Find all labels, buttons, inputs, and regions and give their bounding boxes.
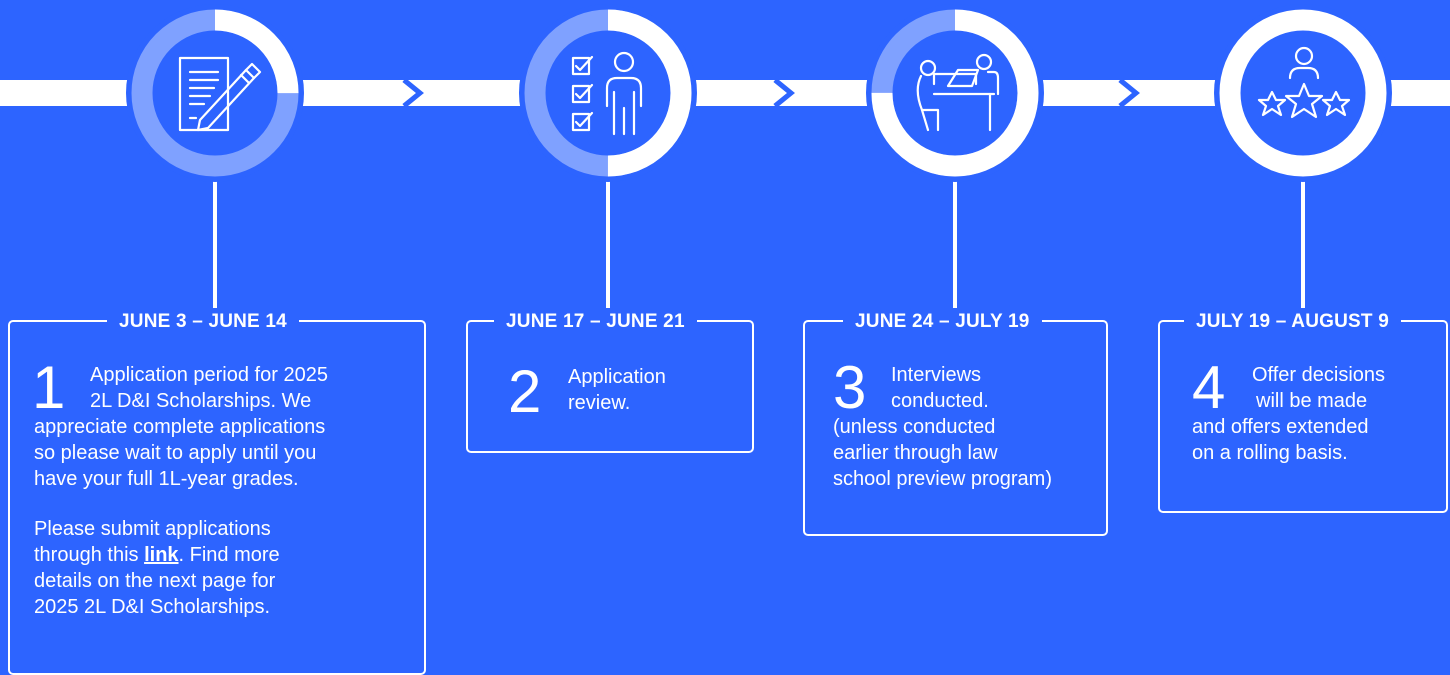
progress-ring — [1214, 4, 1392, 182]
step-body-line: earlier through law — [833, 442, 998, 464]
step-lead-line: conducted. — [891, 390, 989, 412]
step-body-line: school preview program) — [833, 468, 1052, 490]
chevron-right-icon — [402, 78, 424, 108]
step-card: JUNE 3 – JUNE 14 1 Application period fo… — [8, 309, 426, 675]
step-lead-line: Application period for 2025 — [90, 364, 328, 386]
step-number: 2 — [508, 358, 542, 425]
step-number: 4 — [1192, 354, 1226, 421]
step-lead-line: 2L D&I Scholarships. We — [90, 390, 312, 412]
application-link[interactable]: link — [144, 544, 179, 566]
step-note-line: details on the next page for — [34, 570, 276, 592]
step-number: 1 — [32, 354, 66, 421]
step-body-line: and offers extended — [1192, 416, 1369, 438]
step-note-text: through this — [34, 544, 145, 566]
step-lead-line: will be made — [1256, 390, 1368, 412]
document-pen-icon — [178, 56, 262, 132]
step-body-line: on a rolling basis. — [1192, 442, 1348, 464]
step-body-line: so please wait to apply until you — [34, 442, 317, 464]
step-body-line: (unless conducted — [833, 416, 996, 438]
chevron-right-icon — [773, 78, 795, 108]
step-lead-line: Offer decisions — [1252, 364, 1386, 386]
checklist-person-icon — [571, 51, 643, 136]
interview-desk-icon — [916, 53, 1000, 132]
step-date: JUNE 17 – JUNE 21 — [494, 309, 697, 335]
step-date: JULY 19 – AUGUST 9 — [1184, 309, 1401, 335]
step-date: JUNE 24 – JULY 19 — [843, 309, 1042, 335]
step-note-line: 2025 2L D&I Scholarships. — [34, 596, 271, 618]
progress-ring — [126, 4, 304, 182]
person-stars-icon — [1257, 46, 1351, 119]
step-number: 3 — [833, 354, 867, 421]
step-lead-line: Interviews — [891, 364, 982, 386]
step-lead-line: review. — [568, 392, 631, 414]
step-note-line: Please submit applications — [34, 518, 271, 540]
step-card: JUNE 24 – JULY 19 3 Interviews conducted… — [803, 309, 1108, 536]
step-note-line: through this link. Find more — [34, 542, 280, 568]
step-note-text: . Find more — [178, 544, 280, 566]
step-date: JUNE 3 – JUNE 14 — [107, 309, 299, 335]
step-lead-line: Application — [568, 366, 666, 388]
step-card: JUNE 17 – JUNE 21 2 Application review. — [466, 309, 754, 453]
step-body-line: have your full 1L-year grades. — [34, 468, 299, 490]
step-card: JULY 19 – AUGUST 9 4 Offer decisions wil… — [1158, 309, 1448, 513]
step-body-line: appreciate complete applications — [34, 416, 326, 438]
chevron-right-icon — [1118, 78, 1140, 108]
